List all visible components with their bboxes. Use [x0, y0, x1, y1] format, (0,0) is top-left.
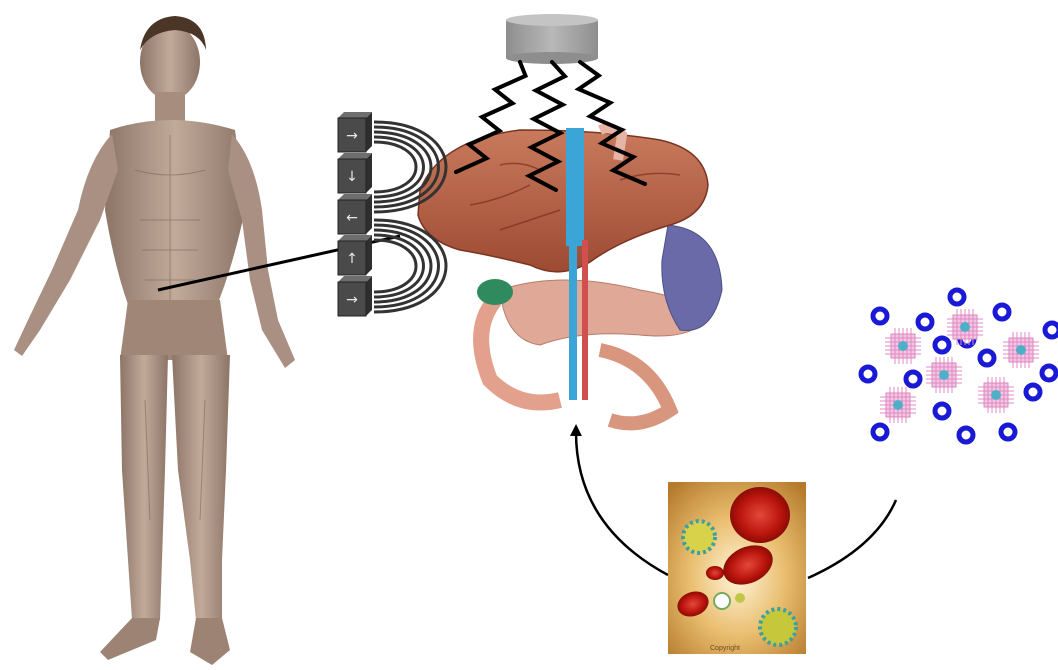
block-top	[338, 194, 372, 200]
control-block-down: ↓	[338, 153, 372, 193]
drug-molecule	[947, 309, 983, 345]
human-body-figure	[14, 16, 295, 665]
gallbladder	[477, 279, 513, 305]
small-particle	[735, 593, 745, 603]
block-top	[338, 276, 372, 282]
nanoparticle-in-blood	[714, 593, 730, 609]
nanoparticle-ring	[873, 309, 887, 323]
molecule-core	[991, 390, 1001, 400]
molecule-core	[960, 322, 970, 332]
intestine	[600, 350, 670, 423]
molecule-core	[898, 341, 908, 351]
liver-organ-illustration	[418, 128, 722, 423]
nanoparticle-ring	[935, 338, 949, 352]
torso	[105, 120, 245, 310]
nanoparticle-ring	[1042, 366, 1056, 380]
control-block-left: ←	[338, 194, 372, 234]
control-block-right: →	[338, 276, 372, 316]
arrow-blood-to-liver	[576, 430, 668, 575]
inset-copyright: Copyright	[710, 645, 740, 652]
drug-molecule	[880, 387, 916, 423]
nanoparticle-ring	[980, 351, 994, 365]
left-arm	[14, 134, 118, 356]
arrow-particles-to-blood	[808, 500, 896, 578]
control-block-up: ↑	[338, 235, 372, 275]
nanoparticle-ring	[1045, 323, 1058, 337]
block-top	[338, 112, 372, 118]
molecule-core	[1016, 345, 1026, 355]
control-block-right: →	[338, 112, 372, 152]
block-arrow-label: →	[346, 292, 358, 308]
drug-molecule	[978, 377, 1014, 413]
nanoparticle-ring	[935, 404, 949, 418]
block-top	[338, 235, 372, 241]
neck	[155, 92, 185, 122]
nanoparticle-ring	[1001, 425, 1015, 439]
blood-vessel-inset: Copyright	[668, 482, 806, 654]
nanoparticle-ring	[1026, 385, 1040, 399]
nanoparticle-ring	[918, 315, 932, 329]
nanoparticle-ring	[995, 305, 1009, 319]
block-side	[366, 112, 372, 152]
block-arrow-label: ↑	[346, 251, 358, 267]
molecule-core	[893, 400, 903, 410]
hips	[120, 300, 228, 360]
block-arrow-label: ←	[346, 210, 358, 226]
left-leg	[120, 355, 168, 620]
block-side	[366, 153, 372, 193]
block-arrow-label: →	[346, 128, 358, 144]
drug-molecule	[1003, 332, 1039, 368]
wire	[374, 142, 416, 192]
nanoparticle-ring	[959, 428, 973, 442]
drug-molecule	[926, 357, 962, 393]
drug-molecule	[885, 328, 921, 364]
vena-cava	[566, 128, 584, 246]
block-top	[338, 153, 372, 159]
right-arm	[228, 134, 295, 368]
nanoparticle-ring	[906, 372, 920, 386]
block-side	[366, 276, 372, 316]
cylinder-source	[506, 14, 598, 64]
block-side	[366, 235, 372, 275]
nanoparticle-cluster	[861, 290, 1058, 442]
red-blood-cell	[730, 487, 790, 543]
virus-particle	[683, 521, 715, 553]
left-foot	[100, 618, 160, 660]
wire	[374, 225, 439, 307]
block-arrow-label: ↓	[346, 169, 358, 185]
molecule-core	[939, 370, 949, 380]
virus-particle	[760, 609, 796, 645]
wire	[374, 240, 416, 292]
control-blocks: → ↓ ← ↑ →	[338, 112, 372, 316]
red-blood-cell	[706, 566, 724, 580]
block-side	[366, 194, 372, 234]
nanoparticle-ring	[950, 290, 964, 304]
nanoparticle-ring	[861, 367, 875, 381]
nanoparticle-ring	[873, 425, 887, 439]
right-foot	[190, 618, 230, 665]
